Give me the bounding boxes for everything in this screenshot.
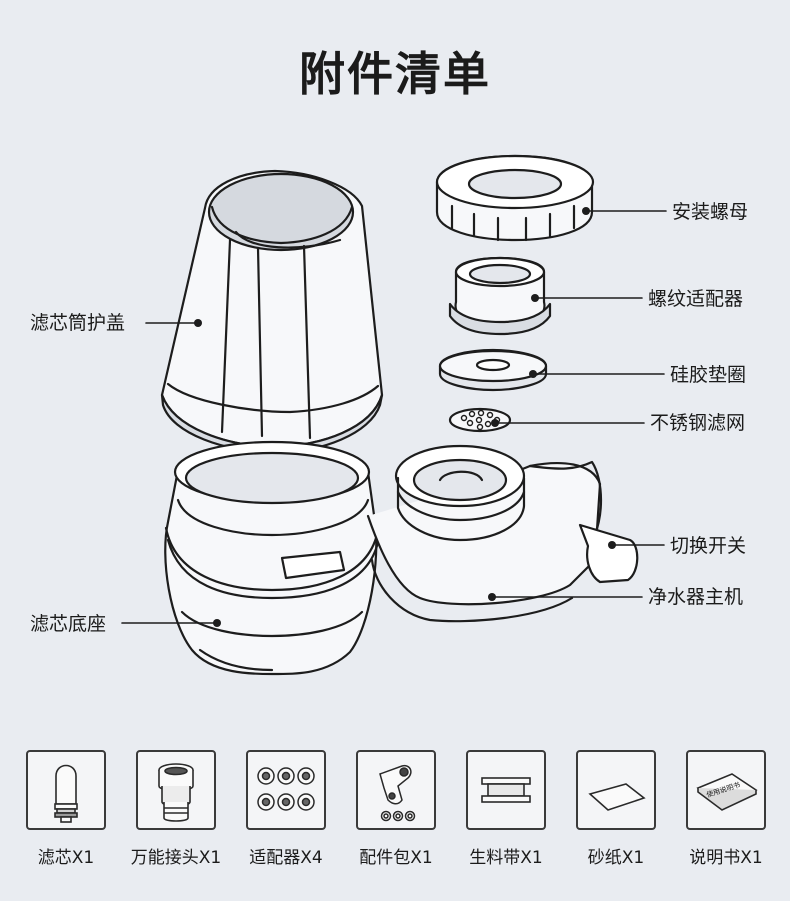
label-mounting-nut: 安装螺母 bbox=[672, 201, 749, 223]
label-main-unit: 净水器主机 bbox=[648, 586, 744, 608]
page-title: 附件清单 bbox=[299, 47, 491, 101]
accessory-universal-connector bbox=[136, 750, 216, 830]
filter-cartridge-icon bbox=[54, 764, 78, 823]
accessory-label: 说明书X1 bbox=[689, 848, 763, 868]
manual-icon: 使用说明书 bbox=[696, 773, 758, 811]
ptfe-tape-icon bbox=[481, 777, 531, 803]
filter-base bbox=[164, 440, 380, 676]
exploded-diagram bbox=[121, 154, 667, 676]
label-steel-filter-mesh: 不锈钢滤网 bbox=[650, 412, 746, 434]
sandpaper-icon bbox=[588, 783, 646, 811]
silicone-gasket bbox=[438, 348, 548, 392]
thread-adapter bbox=[448, 256, 552, 336]
steel-mesh bbox=[448, 407, 512, 433]
adapters-icon bbox=[257, 767, 315, 811]
universal-connector-icon bbox=[158, 763, 194, 822]
accessory-parts-pack bbox=[356, 750, 436, 830]
accessory-adapters bbox=[246, 750, 326, 830]
parts-pack-icon bbox=[379, 764, 416, 822]
accessory-ptfe-tape bbox=[466, 750, 546, 830]
leader-lines bbox=[121, 210, 667, 624]
label-filter-cover: 滤芯筒护盖 bbox=[30, 312, 126, 334]
leader-dots bbox=[194, 207, 616, 627]
label-filter-base: 滤芯底座 bbox=[30, 613, 107, 635]
accessory-label: 配件包X1 bbox=[359, 848, 433, 868]
mounting-nut bbox=[435, 154, 595, 242]
main-unit bbox=[366, 444, 639, 623]
accessory-manual: 使用说明书 bbox=[686, 750, 766, 830]
accessory-label: 生料带X1 bbox=[469, 848, 543, 868]
accessory-sandpaper bbox=[576, 750, 656, 830]
accessory-label: 万能接头X1 bbox=[130, 848, 222, 868]
label-switch: 切换开关 bbox=[670, 535, 747, 557]
accessory-label: 滤芯X1 bbox=[37, 848, 95, 868]
label-thread-adapter: 螺纹适配器 bbox=[648, 288, 744, 310]
label-silicone-gasket: 硅胶垫圈 bbox=[670, 364, 747, 386]
accessory-label: 适配器X4 bbox=[249, 848, 323, 868]
accessory-filter-cartridge bbox=[26, 750, 106, 830]
accessory-label: 砂纸X1 bbox=[587, 848, 645, 868]
filter-cover bbox=[160, 169, 384, 455]
